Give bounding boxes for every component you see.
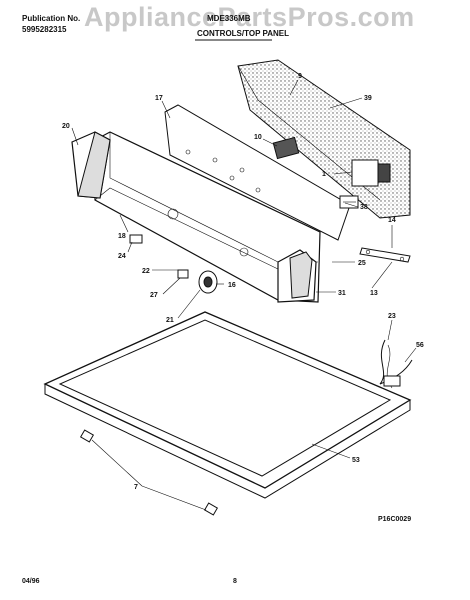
component-13-14 — [359, 247, 411, 263]
callout-20: 20 — [62, 123, 70, 130]
section-title: CONTROLS/TOP PANEL — [197, 29, 290, 38]
model-number: MDE336MB — [207, 14, 251, 23]
publication-label: Publication No. — [22, 14, 81, 23]
callout-9: 9 — [298, 73, 302, 80]
component-1 — [351, 159, 391, 187]
callout-18: 18 — [118, 233, 126, 240]
component-27 — [177, 269, 189, 279]
callout-31: 31 — [338, 290, 346, 297]
callout-25: 25 — [358, 260, 366, 267]
clips-7 — [79, 429, 219, 516]
callout-23: 23 — [388, 313, 396, 320]
callout-17: 17 — [155, 95, 163, 102]
component-24 — [129, 234, 143, 244]
callout-14: 14 — [388, 217, 396, 224]
callout-21: 21 — [166, 317, 174, 324]
callout-10: 10 — [254, 134, 262, 141]
callout-22: 22 — [142, 268, 150, 275]
callout-53: 53 — [352, 457, 360, 464]
end-cap-left — [71, 131, 111, 199]
component-10 — [272, 136, 300, 160]
callout-39: 39 — [364, 95, 372, 102]
callout-27: 27 — [150, 292, 158, 299]
wire-harness — [379, 339, 413, 389]
figure-code: P16C0029 — [378, 516, 412, 523]
page-number: 8 — [233, 578, 237, 585]
leader-lines — [71, 79, 417, 511]
callout-38: 38 — [360, 204, 368, 211]
knob-16 — [198, 270, 218, 294]
callout-1: 1 — [322, 171, 326, 178]
end-cap-right — [277, 249, 317, 303]
watermark: AppliancePartsPros.com — [84, 2, 415, 32]
component-38 — [339, 195, 359, 209]
callout-16: 16 — [228, 282, 236, 289]
callout-24: 24 — [118, 253, 126, 260]
callout-7: 7 — [134, 484, 138, 491]
footer-date: 04/96 — [22, 578, 40, 585]
top-panel — [43, 311, 412, 499]
publication-number: 5995282315 — [22, 25, 67, 34]
control-bracket-panel — [164, 104, 351, 241]
callout-56: 56 — [416, 342, 424, 349]
callout-13: 13 — [370, 290, 378, 297]
